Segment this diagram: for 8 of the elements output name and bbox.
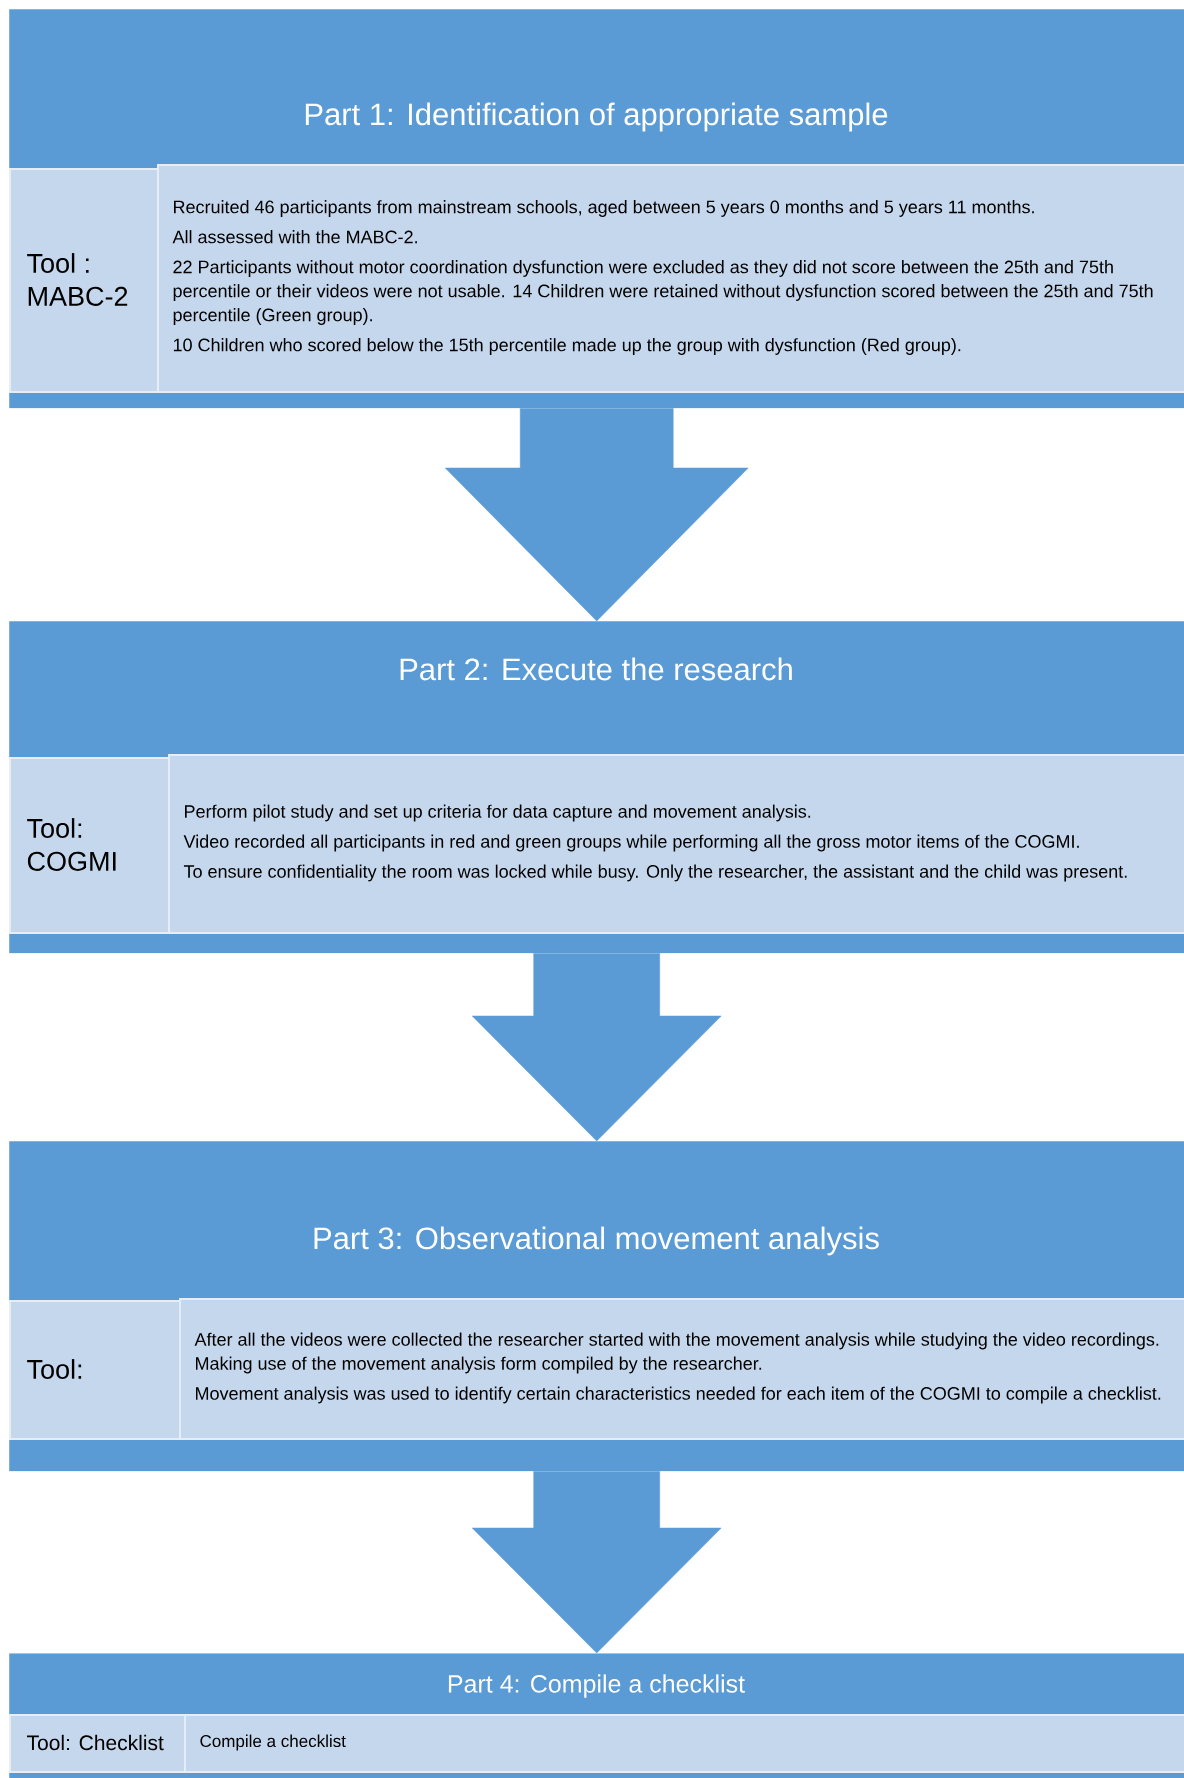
block-arrow (471, 953, 722, 1142)
tool-box: Tool: (9, 1300, 181, 1440)
tool-box: Tool : MABC-2 (9, 168, 159, 393)
tool-box: Tool: COGMI (9, 757, 170, 934)
node-label: Compile a checklist (200, 1734, 346, 1751)
block-arrow (444, 408, 749, 622)
tool-box: Tool: Checklist (9, 1714, 186, 1773)
block-arrow (471, 1471, 722, 1654)
